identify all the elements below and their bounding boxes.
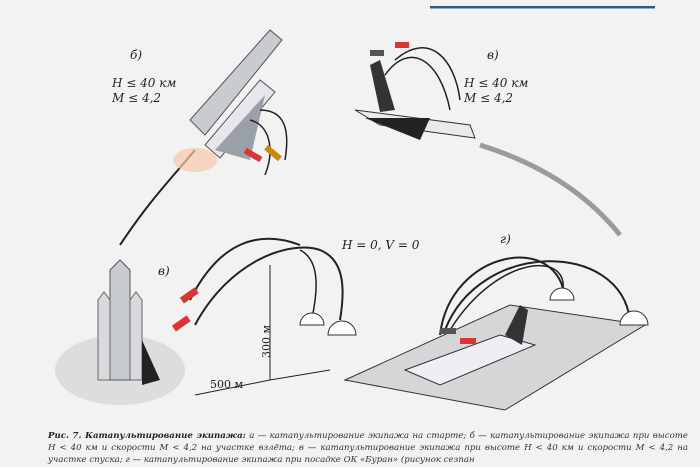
conditions-v: H ≤ 40 км M ≤ 4,2 [464, 76, 528, 106]
caption-title: Рис. 7. Катапультирование экипажа: [48, 431, 246, 441]
height-dimension: 300 м [260, 324, 274, 359]
orbiter-descent [354, 42, 622, 237]
panel-label-v-top: в) [487, 48, 499, 62]
altitude-condition: H ≤ 40 км [112, 76, 177, 90]
mach-condition: M ≤ 4,2 [112, 91, 162, 105]
figure-caption: Рис. 7. Катапультирование экипажа: а — к… [48, 430, 688, 466]
illustration [55, 29, 649, 411]
conditions-a: H = 0, V = 0 [342, 238, 420, 252]
altitude-condition: H ≤ 40 км [464, 76, 529, 90]
launch-vehicle-pad [55, 237, 357, 405]
panel-label-b: б) [130, 48, 143, 62]
mach-condition: M ≤ 4,2 [464, 91, 514, 105]
orbiter-landing [343, 256, 649, 411]
distance-dimension: 500 м [210, 378, 244, 391]
panel-label-v-pad: в) [158, 264, 170, 278]
header-rule [430, 6, 655, 9]
conditions-b: H ≤ 40 км M ≤ 4,2 [112, 76, 176, 106]
caption-text: а — катапультирование экипажа на старте;… [48, 431, 689, 465]
launch-vehicle-ascent [119, 29, 283, 246]
ejection-seats-b [243, 109, 288, 176]
panel-label-g: г) [500, 232, 511, 246]
